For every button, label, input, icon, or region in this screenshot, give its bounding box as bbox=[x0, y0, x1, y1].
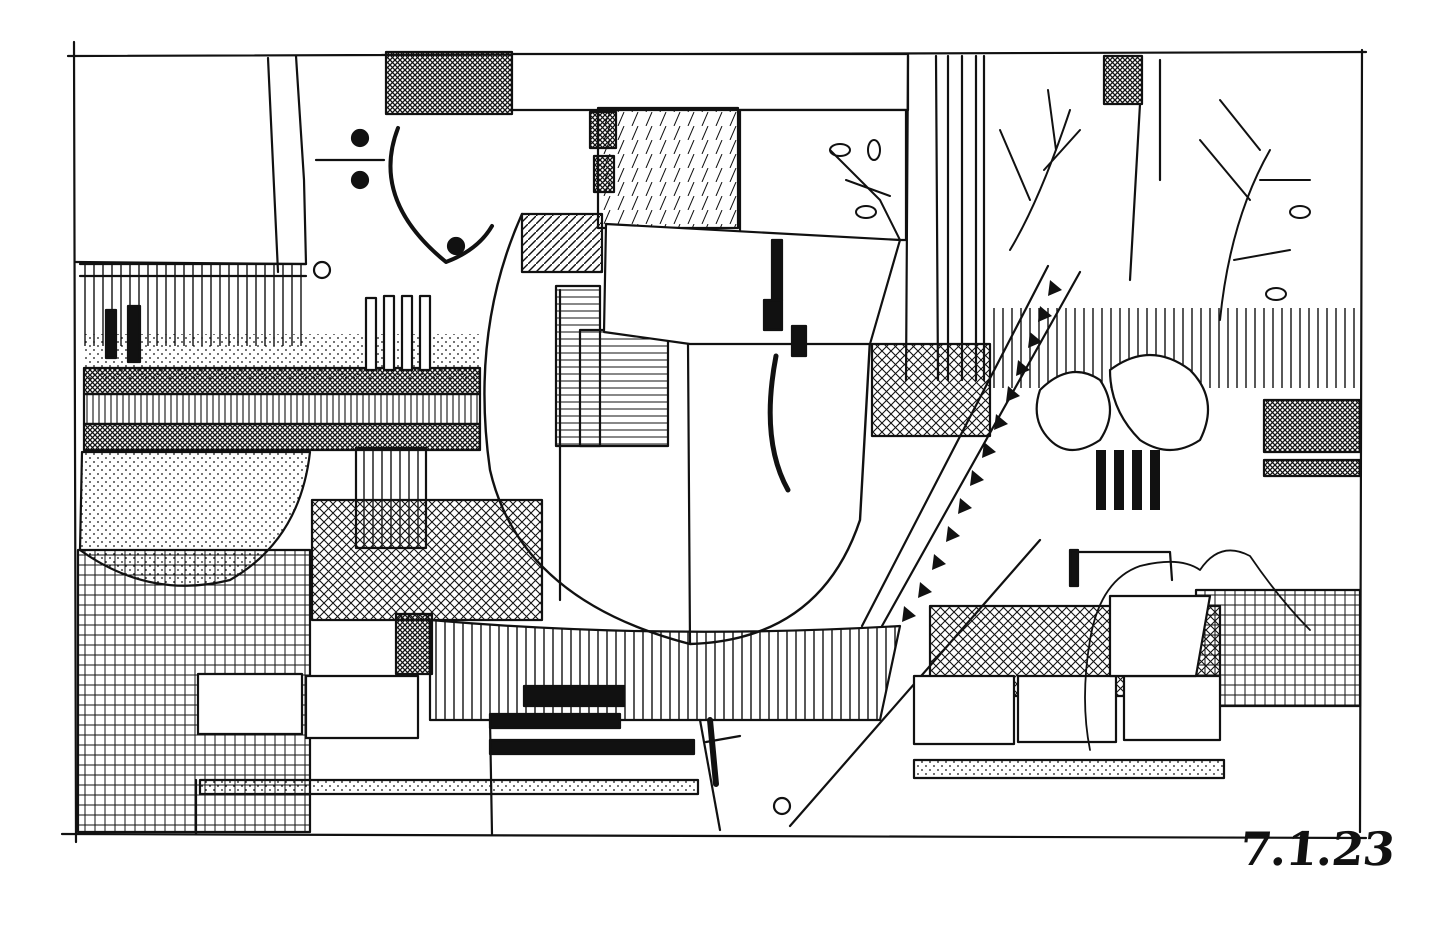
vine bbox=[1089, 549, 1311, 641]
tall-posts bbox=[904, 54, 986, 382]
date-label: 7.1.23 bbox=[1237, 822, 1397, 876]
frame-bottom bbox=[60, 832, 1368, 840]
leaves bbox=[1035, 353, 1210, 452]
branches bbox=[829, 89, 1311, 321]
frame-left bbox=[72, 40, 78, 844]
u-shape bbox=[483, 212, 872, 646]
